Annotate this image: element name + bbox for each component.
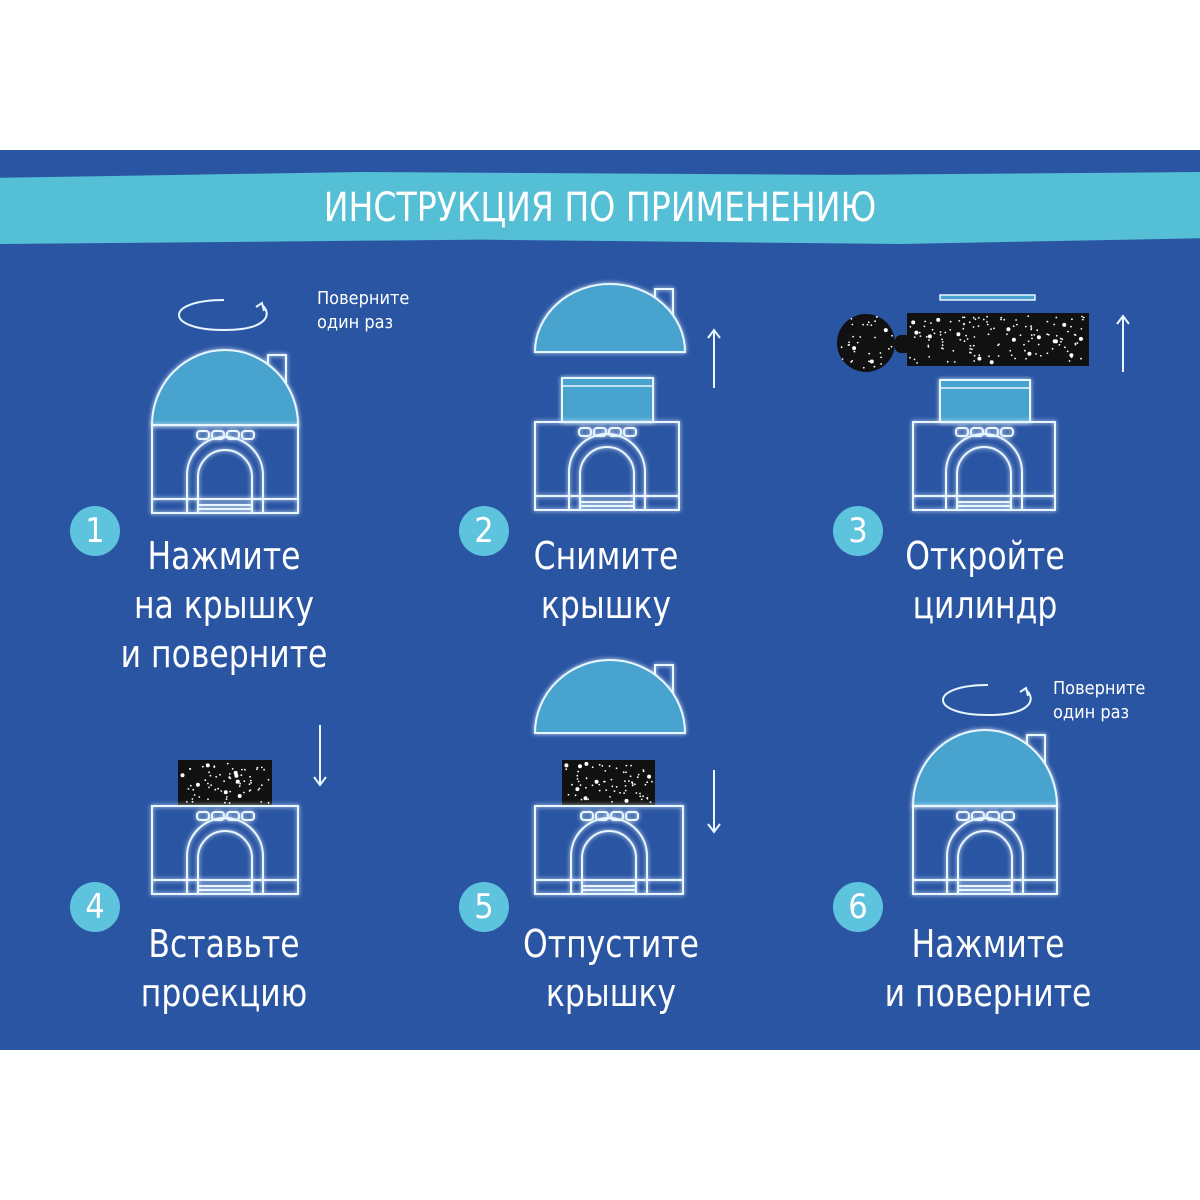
step-6-number: 6 — [833, 882, 883, 932]
label-line: крышку — [545, 971, 677, 1015]
label-line: Снимите — [533, 534, 679, 578]
control-button-icon — [625, 811, 639, 821]
lamp-dome — [150, 349, 300, 426]
step-6-label: Нажмите и поверните — [832, 920, 1145, 1018]
label-line: и поверните — [884, 971, 1092, 1015]
title-brush-stripe — [0, 172, 1200, 244]
control-button-icon — [226, 430, 240, 440]
page-title: ИНСТРУКЦИЯ ПО ПРИМЕНЕНИЮ — [323, 185, 877, 231]
label-line: Нажмите — [911, 922, 1065, 966]
control-button-icon — [623, 427, 637, 437]
control-button-icon — [226, 811, 240, 821]
projection-film-strip — [907, 313, 1089, 366]
projection-cylinder — [939, 379, 1031, 423]
control-button-icon — [578, 427, 592, 437]
control-button-icon — [971, 811, 985, 821]
control-button-icon — [580, 811, 594, 821]
lamp-base — [912, 805, 1058, 895]
rotate-hint-1: Поверните один раз — [317, 287, 409, 335]
step-2-label: Снимите крышку — [450, 532, 763, 630]
label-line: проекцию — [140, 971, 308, 1015]
step-5-number: 5 — [459, 882, 509, 932]
step-3-label: Откройте цилиндр — [829, 532, 1142, 630]
step-3-number: 3 — [833, 506, 883, 556]
rotate-hint-6: Поверните один раз — [1053, 677, 1145, 725]
control-button-icon — [241, 811, 255, 821]
arrow-down-icon — [707, 770, 721, 834]
arrow-up-icon — [707, 328, 721, 388]
projection-disc — [837, 314, 895, 372]
control-button-icon — [211, 430, 225, 440]
lamp-base — [151, 805, 299, 895]
control-button-icon — [595, 811, 609, 821]
hint-line: Поверните — [317, 288, 410, 309]
step-4-label: Вставьте проекцию — [68, 920, 381, 1018]
hint-line: один раз — [317, 312, 394, 333]
projection-cylinder — [561, 377, 654, 423]
label-line: цилиндр — [912, 583, 1058, 627]
control-button-icon — [970, 427, 984, 437]
hint-line: один раз — [1053, 702, 1130, 723]
projection-cylinder-with-film — [178, 760, 272, 806]
label-line: Нажмите — [147, 534, 301, 578]
control-button-icon — [986, 811, 1000, 821]
hint-line: Поверните — [1053, 678, 1146, 699]
label-line: Вставьте — [148, 922, 300, 966]
control-button-icon — [1001, 811, 1015, 821]
control-button-icon — [1000, 427, 1014, 437]
step-1-number: 1 — [70, 506, 120, 556]
lamp-dome-removed — [533, 283, 687, 353]
label-line: крышку — [540, 583, 672, 627]
lamp-base — [912, 421, 1056, 511]
step-4-number: 4 — [70, 882, 120, 932]
rotate-arrow-icon — [178, 299, 268, 332]
lamp-dome-lowering — [533, 659, 687, 734]
lamp-base — [534, 421, 680, 511]
control-button-icon — [196, 811, 210, 821]
label-line: Откройте — [905, 534, 1065, 578]
lamp-dome — [911, 729, 1059, 807]
control-button-icon — [241, 430, 255, 440]
step-1-label: Нажмите на крышку и поверните — [68, 532, 381, 679]
label-line: Отпустите — [523, 922, 699, 966]
control-button-icon — [955, 427, 969, 437]
control-button-icon — [610, 811, 624, 821]
disc-stars — [837, 314, 895, 372]
projection-cylinder-with-film — [562, 760, 655, 806]
cylinder-lid — [939, 294, 1036, 301]
arrow-down-icon — [313, 725, 327, 787]
label-line: на крышку — [133, 583, 315, 627]
label-line: и поверните — [120, 632, 328, 676]
control-button-icon — [985, 427, 999, 437]
lamp-base — [534, 805, 684, 895]
control-button-icon — [211, 811, 225, 821]
control-button-icon — [608, 427, 622, 437]
rotate-arrow-icon — [942, 684, 1032, 717]
lamp-base — [151, 424, 299, 514]
step-5-label: Отпустите крышку — [455, 920, 768, 1018]
control-button-icon — [196, 430, 210, 440]
step-2-number: 2 — [459, 506, 509, 556]
arrow-up-icon — [1116, 314, 1130, 372]
control-button-icon — [956, 811, 970, 821]
control-button-icon — [593, 427, 607, 437]
